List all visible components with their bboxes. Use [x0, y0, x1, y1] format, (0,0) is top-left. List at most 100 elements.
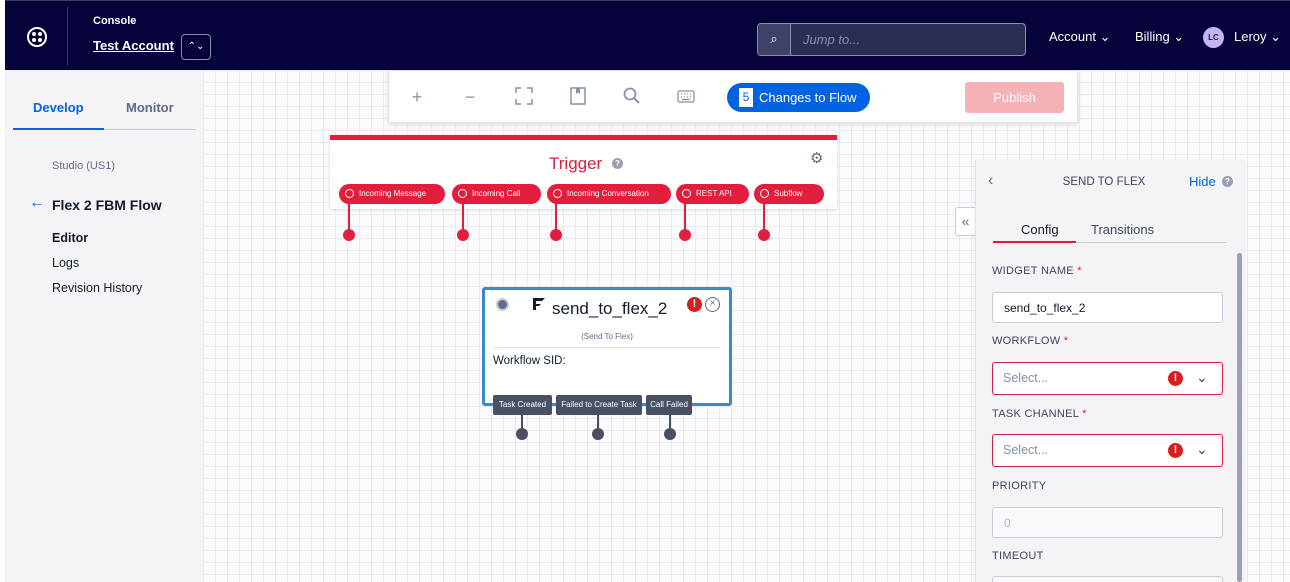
sidebar-item-logs[interactable]: Logs: [52, 256, 80, 270]
sidebar-item-editor[interactable]: Editor: [52, 231, 89, 245]
search-icon[interactable]: [621, 86, 643, 108]
chevron-down-icon: ⌄: [1196, 369, 1208, 385]
trigger-incoming-call[interactable]: Incoming Call: [452, 184, 541, 204]
avatar[interactable]: LC: [1203, 27, 1224, 48]
hide-panel-link[interactable]: Hide: [1189, 174, 1216, 189]
sidebar-item-revision-history[interactable]: Revision History: [52, 281, 143, 295]
tab-transitions[interactable]: Transitions: [1091, 222, 1155, 237]
workflow-sid-label: Workflow SID:: [493, 355, 566, 367]
twilio-logo-icon[interactable]: [27, 27, 47, 47]
search-input[interactable]: Jump to...: [803, 32, 861, 47]
trigger-rest-api[interactable]: REST API: [676, 184, 749, 204]
back-arrow-icon[interactable]: ←: [29, 194, 45, 211]
select-placeholder: Select...: [1003, 371, 1049, 385]
transition-failed-to-create-task[interactable]: Failed to Create Task: [556, 395, 642, 415]
input-connector-icon[interactable]: [496, 298, 509, 311]
connector-line: [462, 199, 464, 231]
priority-label: PRIORITY: [992, 480, 1047, 492]
widget-name-field[interactable]: send_to_flex_2: [992, 292, 1223, 323]
required-mark: *: [1082, 408, 1087, 420]
billing-menu[interactable]: Billing ⌄: [1135, 29, 1185, 44]
zoom-in-icon[interactable]: +: [411, 87, 423, 107]
search-icon: ⌕: [758, 24, 791, 55]
connector-handle[interactable]: [550, 229, 562, 241]
trigger-incoming-message[interactable]: Incoming Message: [339, 184, 445, 204]
connector-circle-icon: [553, 189, 562, 198]
task-channel-select[interactable]: Select... ! ⌄: [992, 434, 1223, 467]
trigger-widget[interactable]: Trigger ? ⚙ Incoming Message Incoming Ca…: [330, 135, 837, 209]
help-icon[interactable]: ?: [1222, 176, 1233, 187]
timeout-field[interactable]: [992, 576, 1223, 582]
field-value: send_to_flex_2: [1004, 301, 1086, 315]
label-text: WIDGET NAME: [992, 265, 1074, 277]
settings-gear-icon[interactable]: ⚙: [810, 150, 824, 167]
collapse-panel-icon[interactable]: «: [955, 207, 976, 236]
error-icon: !: [1168, 443, 1183, 458]
chevron-down-icon: ⌄: [1196, 441, 1208, 457]
close-icon[interactable]: ×: [705, 297, 720, 312]
pill-label: Subflow: [774, 189, 803, 198]
nav-divider: [67, 7, 68, 65]
timeout-label: TIMEOUT: [992, 550, 1044, 562]
changes-count-badge: 5: [739, 88, 753, 107]
workflow-label: WORKFLOW *: [992, 335, 1068, 347]
field-placeholder: 0: [1004, 516, 1011, 530]
jump-to-search[interactable]: ⌕ Jump to...: [757, 23, 1026, 56]
pill-label: REST API: [696, 189, 732, 198]
required-mark: *: [1063, 335, 1069, 347]
widget-config-panel: ‹ SEND TO FLEX Hide ? Config Transitions…: [975, 160, 1246, 582]
publish-button[interactable]: Publish: [965, 82, 1064, 113]
connector-circle-icon: [682, 189, 691, 198]
tab-active-indicator: [993, 241, 1076, 243]
widget-type-label: (Send To Flex): [581, 332, 633, 341]
chevron-left-icon[interactable]: ‹: [988, 172, 994, 189]
pill-label: Incoming Call: [472, 189, 521, 198]
trigger-incoming-conversation[interactable]: Incoming Conversation: [547, 184, 671, 204]
workflow-select[interactable]: Select... ! ⌄: [992, 362, 1223, 395]
select-placeholder: Select...: [1003, 443, 1049, 457]
account-switcher-button[interactable]: ⌃⌄: [181, 34, 211, 60]
transition-call-failed[interactable]: Call Failed: [646, 395, 692, 415]
connector-handle[interactable]: [664, 428, 676, 440]
task-channel-label: TASK CHANNEL *: [992, 408, 1087, 420]
connector-line: [763, 199, 765, 231]
fit-to-screen-icon[interactable]: [513, 86, 535, 108]
account-menu[interactable]: Account ⌄: [1049, 29, 1111, 44]
connector-handle[interactable]: [516, 428, 528, 440]
window-edge: [0, 0, 5, 582]
tab-monitor[interactable]: Monitor: [126, 100, 174, 115]
label-text: WORKFLOW: [992, 335, 1061, 347]
studio-region-label: Studio (US1): [52, 160, 115, 172]
connector-circle-icon: [760, 189, 769, 198]
account-name-link[interactable]: Test Account: [93, 38, 174, 53]
help-icon[interactable]: ?: [612, 158, 623, 169]
transition-task-created[interactable]: Task Created: [493, 395, 552, 415]
tab-develop[interactable]: Develop: [33, 100, 84, 115]
trigger-subflow[interactable]: Subflow: [754, 184, 824, 204]
widget-library-icon[interactable]: [567, 86, 589, 108]
changes-to-flow-button[interactable]: 5 Changes to Flow: [727, 83, 870, 112]
send-to-flex-widget[interactable]: send_to_flex_2 ! × (Send To Flex) Workfl…: [482, 287, 732, 415]
tab-divider: [993, 242, 1227, 243]
connector-handle[interactable]: [457, 229, 469, 241]
sidebar: Develop Monitor Studio (US1) ← Flex 2 FB…: [5, 70, 203, 582]
priority-field[interactable]: 0: [992, 507, 1223, 538]
zoom-out-icon[interactable]: −: [464, 87, 476, 107]
panel-scrollbar[interactable]: [1237, 253, 1242, 582]
pill-label: Incoming Conversation: [567, 189, 649, 198]
tab-config[interactable]: Config: [1021, 222, 1059, 237]
connector-line: [684, 199, 686, 231]
keyboard-shortcuts-icon[interactable]: [675, 86, 697, 108]
tab-divider: [13, 129, 196, 130]
required-mark: *: [1077, 265, 1082, 277]
connector-handle[interactable]: [592, 428, 604, 440]
changes-label: Changes to Flow: [759, 90, 857, 105]
connector-handle[interactable]: [343, 229, 355, 241]
connector-handle[interactable]: [679, 229, 691, 241]
user-menu[interactable]: Leroy ⌄: [1234, 29, 1282, 44]
trigger-title: Trigger: [549, 154, 603, 173]
connector-handle[interactable]: [758, 229, 770, 241]
connector-line: [348, 199, 350, 231]
console-label: Console: [93, 15, 137, 27]
